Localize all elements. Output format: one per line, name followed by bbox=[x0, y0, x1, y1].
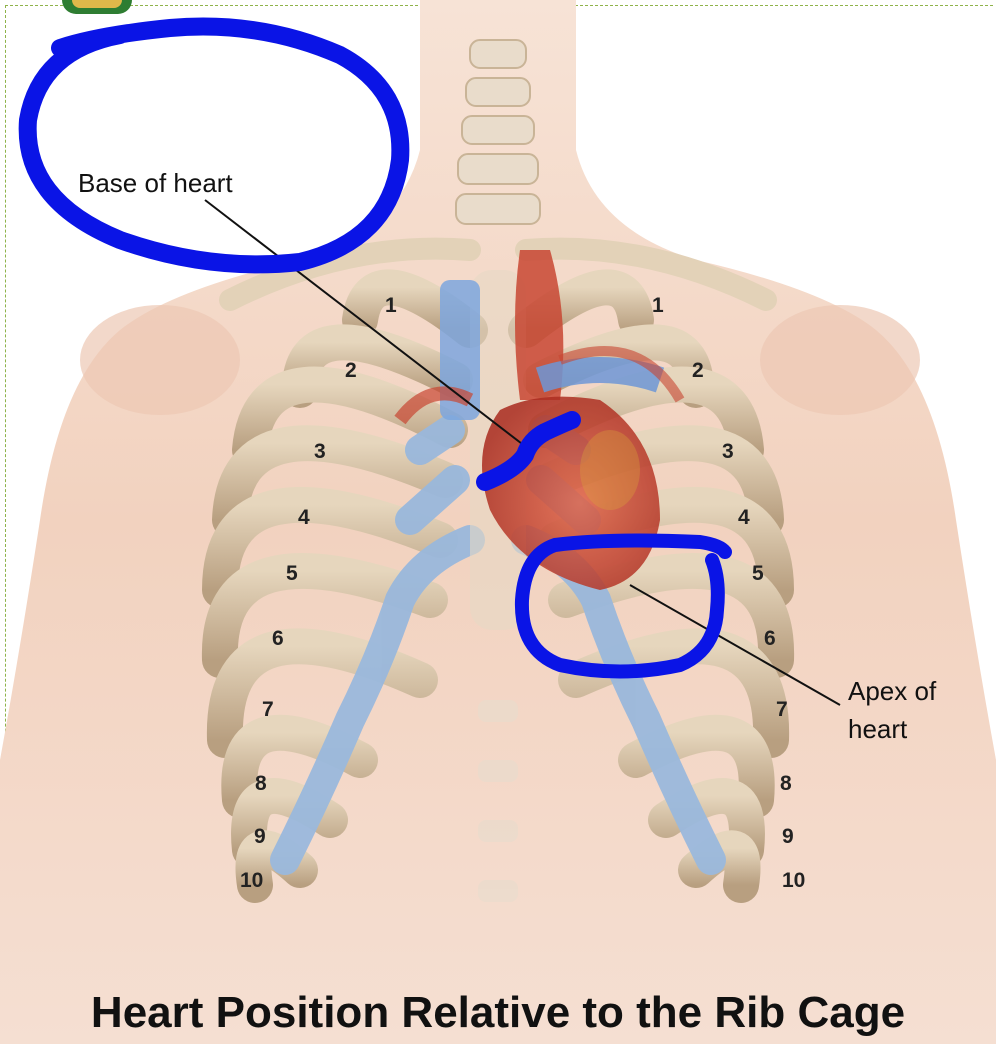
rib-number-left: 4 bbox=[298, 506, 310, 529]
blue-circle-base-label bbox=[28, 27, 401, 265]
base-of-heart-label: Base of heart bbox=[78, 168, 233, 198]
rib-number-left: 10 bbox=[240, 869, 263, 892]
rib-number-right: 4 bbox=[738, 506, 750, 529]
rib-number-left: 8 bbox=[255, 772, 267, 795]
rib-number-left: 1 bbox=[385, 294, 397, 317]
rib-number-right: 7 bbox=[776, 698, 788, 721]
rib-number-left: 3 bbox=[314, 440, 326, 463]
rib-number-right: 1 bbox=[652, 294, 664, 317]
rib-number-right: 9 bbox=[782, 825, 794, 848]
rib-number-left: 5 bbox=[286, 562, 298, 585]
rib-number-right: 8 bbox=[780, 772, 792, 795]
rib-number-left: 9 bbox=[254, 825, 266, 848]
apex-of-heart-label-line1: Apex of bbox=[848, 676, 937, 706]
rib-number-left: 6 bbox=[272, 627, 284, 650]
rib-number-right: 5 bbox=[752, 562, 764, 585]
coronary-fat bbox=[580, 430, 640, 510]
apex-of-heart-label-line2: heart bbox=[848, 714, 908, 744]
rib-number-right: 10 bbox=[782, 869, 805, 892]
rib-number-right: 2 bbox=[692, 359, 704, 382]
rib-number-left: 7 bbox=[262, 698, 274, 721]
rib-number-right: 3 bbox=[722, 440, 734, 463]
rib-number-left: 2 bbox=[345, 359, 357, 382]
rib-number-right: 6 bbox=[764, 627, 776, 650]
figure-title: Heart Position Relative to the Rib Cage bbox=[0, 988, 996, 1038]
